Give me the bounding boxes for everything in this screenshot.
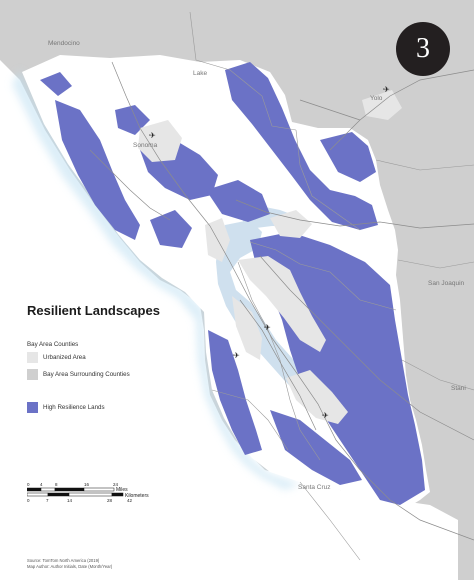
legend-swatch <box>27 352 38 363</box>
scale-km-tick: 42 <box>127 498 133 503</box>
svg-text:✈: ✈ <box>233 351 240 360</box>
svg-text:✈: ✈ <box>149 131 156 140</box>
svg-text:✈: ✈ <box>322 411 329 420</box>
legend: Bay Area Counties Urbanized Area Bay Are… <box>27 340 130 419</box>
place-label-sonoma: Sonoma <box>133 142 158 149</box>
scale-miles-tick: 8 <box>55 482 58 487</box>
place-label-santa-cruz: Santa Cruz <box>298 484 331 491</box>
scale-miles-label: Miles <box>116 487 128 493</box>
urbanized-areas <box>138 90 402 424</box>
place-label-yolo: Yolo <box>370 95 383 102</box>
legend-header: Bay Area Counties <box>27 340 130 348</box>
svg-text:✈: ✈ <box>264 323 271 332</box>
scale-km-bar <box>27 492 124 497</box>
author-line: Map Author: Author Initials, Date (Month… <box>27 563 113 569</box>
source-line: Source: TomTom North America (2019) <box>27 558 100 563</box>
airport-icon: ✈ ✈ ✈ ✈ ✈ <box>149 85 390 420</box>
source-note: Source: TomTom North America (2019) Map … <box>27 558 112 569</box>
scale-km-tick: 0 <box>27 498 30 503</box>
county-boundaries <box>189 11 474 561</box>
scale-km-tick: 28 <box>107 498 113 503</box>
place-label-san-joaquin: San Joaquin <box>428 280 465 287</box>
scale-bar: 0 4 8 16 24 Miles Kilometers 0 7 14 28 4… <box>27 482 149 503</box>
place-label-mendocino: Mendocino <box>48 40 80 47</box>
legend-swatch <box>27 369 38 380</box>
legend-swatch <box>27 402 38 413</box>
scale-miles-tick: 24 <box>113 482 119 487</box>
place-label-lake: Lake <box>193 70 208 77</box>
legend-item-high-resilience: High Resilience Lands <box>27 402 130 413</box>
scale-miles-tick: 16 <box>84 482 90 487</box>
place-label-stani: Stani <box>451 385 466 392</box>
scale-km-tick: 7 <box>46 498 49 503</box>
legend-item-urbanized: Urbanized Area <box>27 352 130 363</box>
map-title: Resilient Landscapes <box>27 303 160 318</box>
scale-km-label: Kilometers <box>125 493 149 499</box>
coast-glow <box>12 70 300 490</box>
scale-km-tick: 14 <box>67 498 73 503</box>
svg-text:✈: ✈ <box>383 85 390 94</box>
scale-miles-bar <box>27 487 115 492</box>
legend-label: Bay Area Surrounding Counties <box>43 371 130 378</box>
legend-item-surrounding: Bay Area Surrounding Counties <box>27 369 130 380</box>
legend-label: Urbanized Area <box>43 354 86 361</box>
roads <box>89 61 474 541</box>
scale-miles-tick: 4 <box>40 482 43 487</box>
legend-label: High Resilience Lands <box>43 404 105 411</box>
legend-group-label: Bay Area Counties <box>27 340 79 348</box>
scale-miles-tick: 0 <box>27 482 30 487</box>
map-number-badge: 3 <box>396 22 450 76</box>
